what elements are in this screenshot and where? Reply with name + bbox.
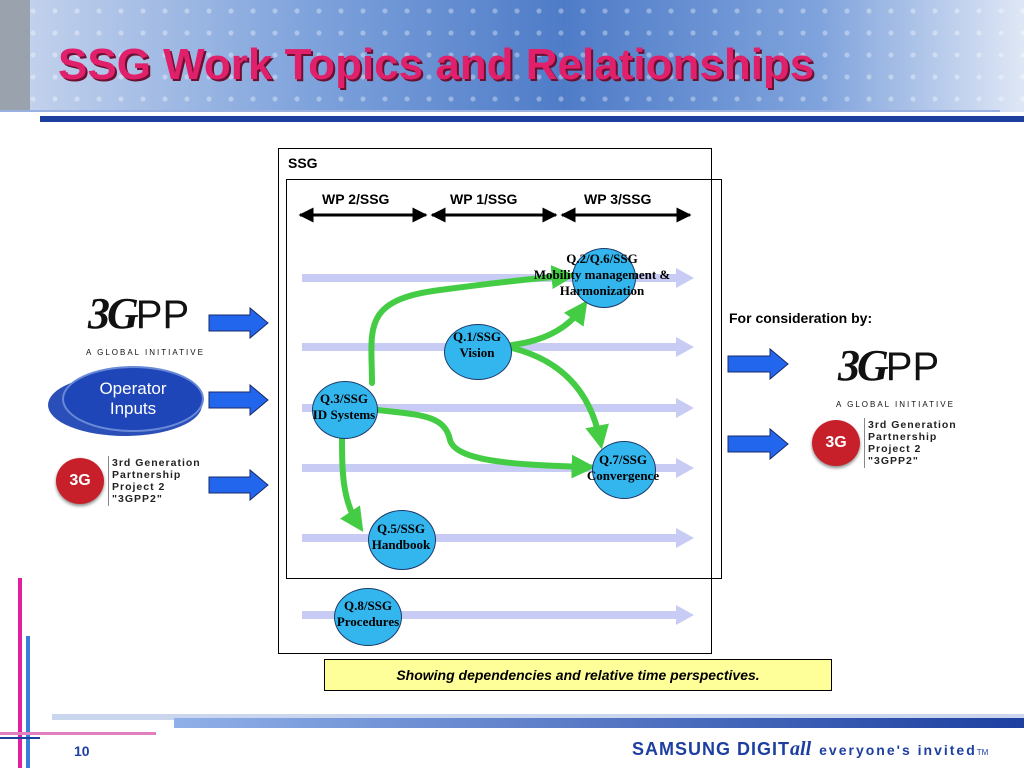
logo-3gpp-output: 3GPP (838, 341, 940, 390)
node-q5 (368, 510, 436, 570)
slide-title: SSG Work Topics and Relationships (58, 40, 815, 89)
wp1-label: WP 1/SSG (450, 191, 518, 207)
logo-3gpp-tagline: A GLOBAL INITIATIVE (86, 348, 205, 357)
title-underline-light (0, 110, 1000, 112)
logo-3gpp-input: 3GPP (88, 289, 190, 338)
output-arrow-3gpp (727, 347, 789, 381)
input-arrow-3gpp (208, 306, 269, 340)
dep-q3-to-q5 (339, 431, 364, 532)
wp2-label: WP 2/SSG (322, 191, 390, 207)
footer-rule-light (52, 714, 1024, 720)
timeline-arrow (302, 528, 694, 548)
node-q1 (444, 324, 512, 380)
logo-3gpp2-divider (108, 456, 109, 506)
consideration-label: For consideration by: (729, 310, 873, 326)
caption-text: Showing dependencies and relative time p… (396, 667, 760, 683)
header-band (0, 0, 1024, 112)
ssg-label: SSG (288, 155, 318, 171)
input-arrow-operator (208, 383, 269, 417)
logo-3gpp2-output-divider (864, 418, 865, 468)
footer-rule (174, 718, 1024, 728)
dep-q1-to-q2q6 (509, 300, 588, 348)
node-q8 (334, 588, 402, 646)
wp3-label: WP 3/SSG (584, 191, 652, 207)
output-arrow-3gpp2 (727, 427, 789, 461)
dep-q3-to-q7 (375, 407, 596, 479)
timeline-arrow (302, 268, 694, 288)
footer-left-bar-pink (18, 578, 22, 768)
ssg-outer-frame (278, 148, 712, 654)
timeline-arrow (302, 398, 694, 418)
node-q3 (312, 381, 378, 439)
dep-q1-to-q7 (509, 345, 609, 450)
input-arrows (208, 306, 789, 502)
node-q2q6 (572, 248, 636, 308)
logo-3gpp2-output-badge: 3G (812, 420, 860, 466)
caption-box: Showing dependencies and relative time p… (324, 659, 832, 691)
footer-blue-line (0, 737, 40, 739)
header-pattern (0, 0, 1024, 112)
dep-q3-to-q2q6 (368, 265, 576, 386)
node-q7 (592, 441, 656, 499)
input-arrow-3gpp2 (208, 468, 269, 502)
logo-3gpp-output-tagline: A GLOBAL INITIATIVE (836, 400, 955, 409)
footer-pink-line (0, 732, 156, 735)
footer-left-bar-blue (26, 636, 30, 768)
timeline-arrow (302, 605, 694, 625)
logo-3gpp2-badge: 3G (56, 458, 104, 504)
page-number: 10 (74, 743, 90, 759)
title-underline (40, 116, 1024, 122)
header-left-stripe (0, 0, 30, 112)
timeline-arrow (302, 458, 694, 478)
ssg-inner-frame (286, 179, 722, 579)
dependency-arrows (339, 265, 609, 532)
